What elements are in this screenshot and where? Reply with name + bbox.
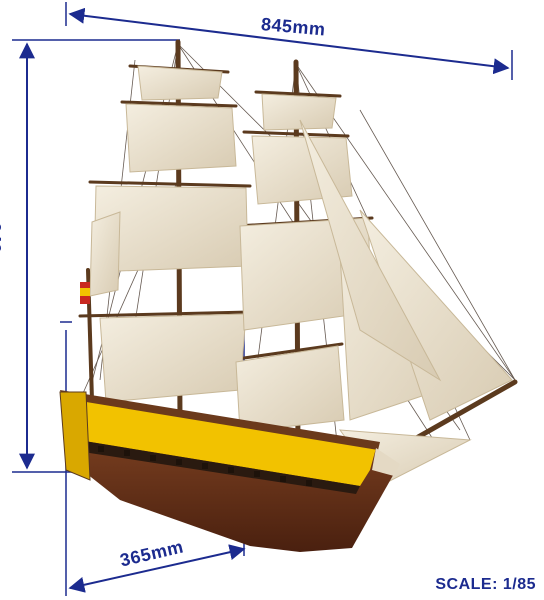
gunports	[98, 446, 312, 486]
stern-flag	[80, 282, 90, 304]
hull-upper-band	[62, 396, 376, 486]
sails	[89, 65, 513, 487]
bow-figurehead	[372, 448, 400, 476]
deck-rail	[60, 390, 380, 450]
hull	[59, 390, 400, 552]
height-label: 640mm	[0, 222, 4, 287]
scale-label: SCALE: 1/85	[435, 576, 536, 593]
stern-gallery	[59, 391, 91, 481]
gunport-stripe	[66, 438, 360, 494]
